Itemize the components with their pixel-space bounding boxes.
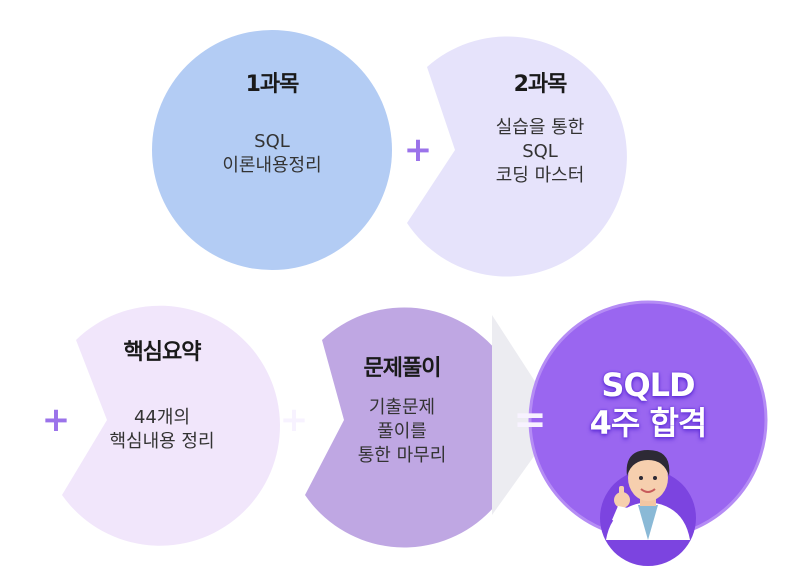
summary-body: 44개의 핵심내용 정리 — [109, 407, 215, 452]
equals-sign: = — [513, 397, 547, 443]
summary-title: 핵심요약 — [123, 340, 202, 365]
subject1-circle — [152, 30, 392, 270]
plus-sign-2: + — [41, 400, 71, 440]
subject2-title: 2과목 — [513, 72, 568, 97]
plus-sign-3: + — [279, 400, 309, 440]
summary-circle — [62, 305, 280, 546]
goal-line2: 4주 합격 — [589, 404, 708, 442]
practice-body: 기출문제 풀이를 통한 마무리 — [357, 397, 447, 466]
subject2-circle — [407, 36, 627, 277]
plus-sign-1: + — [403, 130, 433, 170]
practice-circle — [305, 307, 525, 548]
goal-circle — [530, 302, 766, 538]
subject2-body: 실습을 통한 SQL 코딩 마스터 — [495, 117, 585, 186]
teacher-thumbs-up-icon — [600, 450, 696, 566]
goal-line1: SQLD — [601, 366, 695, 404]
practice-title: 문제풀이 — [363, 356, 442, 381]
goal-shadow — [492, 315, 560, 515]
subject1-title: 1과목 — [245, 72, 300, 97]
subject1-body: SQL 이론내용정리 — [222, 131, 322, 176]
